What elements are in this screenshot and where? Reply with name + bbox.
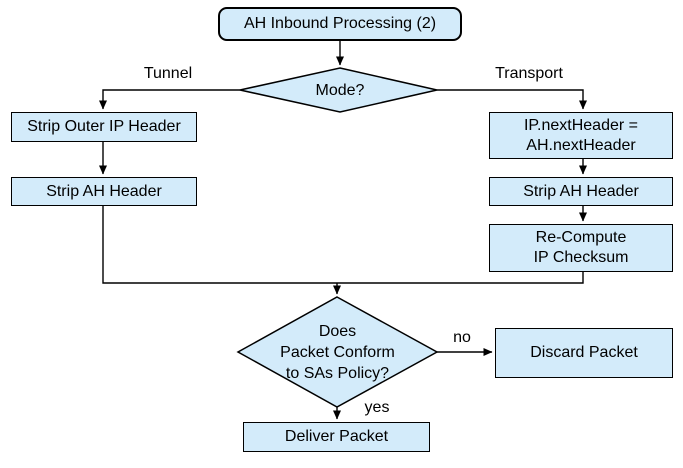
set-next-header-line1: IP.nextHeader = (523, 116, 638, 134)
edge-merge-line (102, 206, 584, 284)
edge-mode-tunnel (99, 89, 240, 110)
strip-outer-ip-header-node: Strip Outer IP Header (11, 112, 197, 142)
strip-outer-ip-header-label: Strip Outer IP Header (27, 118, 181, 135)
edge-label-tunnel: Tunnel (143, 65, 193, 82)
discard-packet-node: Discard Packet (495, 328, 673, 378)
edge-label-transport: Transport (495, 65, 563, 82)
recompute-checksum-line2: IP Checksum (533, 249, 629, 266)
recompute-checksum-line1: Re-Compute (535, 229, 627, 246)
set-next-header-line2: AH.nextHeader (526, 136, 636, 154)
mode-decision-diamond (239, 67, 438, 113)
deliver-packet-label: Deliver Packet (284, 428, 389, 445)
recompute-checksum-node: Re-Compute IP Checksum (489, 224, 673, 272)
edge-label-yes: yes (364, 399, 390, 416)
start-node-label: AH Inbound Processing (2) (243, 15, 437, 32)
strip-ah-header-tunnel-node: Strip AH Header (11, 177, 197, 206)
start-node: AH Inbound Processing (2) (218, 7, 462, 41)
edge-mode-transport (437, 89, 587, 110)
deliver-packet-node: Deliver Packet (243, 422, 430, 452)
strip-ah-header-transport-node: Strip AH Header (489, 177, 673, 206)
strip-ah-header-tunnel-label: Strip AH Header (46, 182, 162, 200)
strip-ah-header-transport-label: Strip AH Header (523, 182, 639, 200)
policy-decision-diamond (236, 296, 439, 408)
discard-packet-label: Discard Packet (530, 344, 638, 361)
set-next-header-node: IP.nextHeader = AH.nextHeader (489, 112, 673, 159)
edge-label-no: no (453, 329, 471, 346)
